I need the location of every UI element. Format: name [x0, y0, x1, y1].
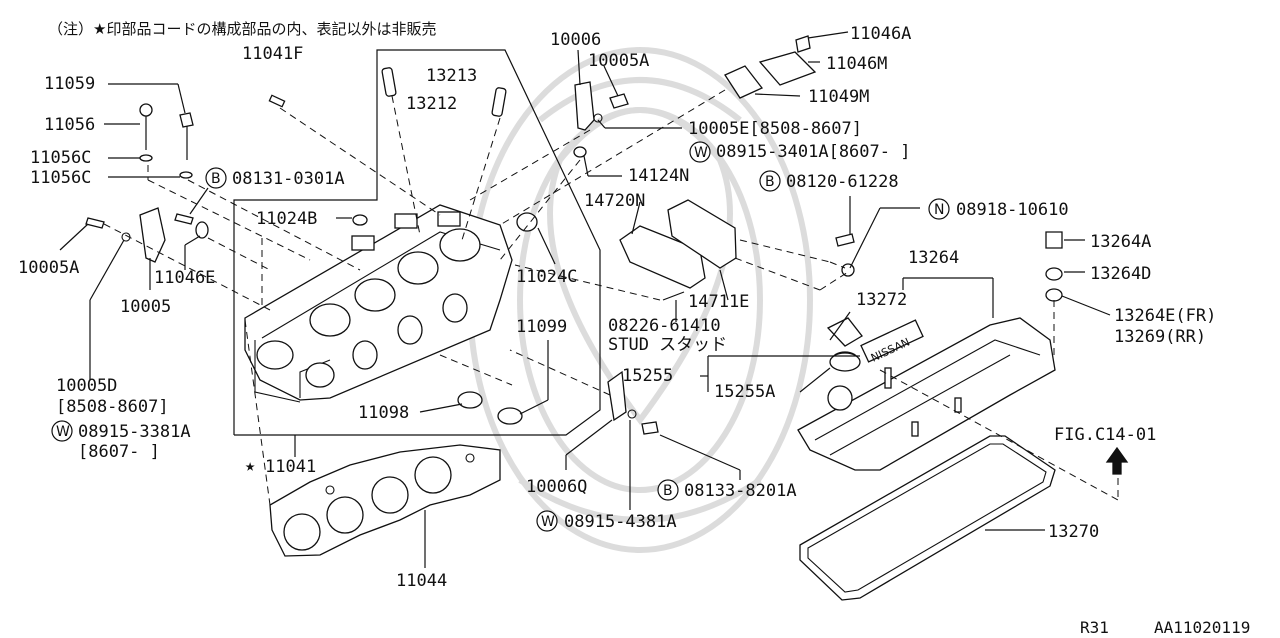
- label-fig-c14-01: FIG.C14-01: [1054, 425, 1156, 445]
- label-10005e: 10005E[8508-8607]: [688, 119, 862, 139]
- washer-callout-4381a: [536, 510, 558, 532]
- bolt-callout-08131: [205, 167, 227, 189]
- label-13272: 13272: [856, 290, 907, 310]
- label-13269: 13269(RR): [1114, 327, 1206, 347]
- label-13264: 13264: [908, 248, 959, 268]
- watermark-emblem: [467, 47, 813, 553]
- label-13212: 13212: [406, 94, 457, 114]
- label-13213: 13213: [426, 66, 477, 86]
- label-10006q: 10006Q: [526, 477, 587, 497]
- label-11056c: 11056C: [30, 148, 91, 168]
- label-10005a-top: 10005A: [588, 51, 649, 71]
- label-11099: 11099: [516, 317, 567, 337]
- label-08120: 08120-61228: [786, 172, 899, 192]
- callout-letter-b: B: [211, 171, 221, 187]
- label-15255a: 15255A: [714, 382, 775, 402]
- callout-letter-w: W: [694, 145, 708, 161]
- label-14124n: 14124N: [628, 166, 689, 186]
- label-11024c: 11024C: [516, 267, 577, 287]
- bolt-callout-08120: [759, 170, 781, 192]
- callout-letter-n: N: [934, 202, 944, 218]
- label-10006: 10006: [550, 30, 601, 50]
- label-11056: 11056: [44, 115, 95, 135]
- label-11024b: 11024B: [256, 209, 317, 229]
- label-13264d: 13264D: [1090, 264, 1151, 284]
- label-13270: 13270: [1048, 522, 1099, 542]
- label-08915-3381a: 08915-3381A: [78, 422, 191, 442]
- label-08133: 08133-8201A: [684, 481, 797, 501]
- footer-code: AA11020119: [1154, 618, 1250, 637]
- cylinder-head-drawing: [244, 204, 513, 403]
- head-gasket-drawing: [269, 444, 501, 557]
- washer-callout-3381a: [51, 420, 73, 442]
- label-11046m: 11046M: [826, 54, 887, 74]
- footer-model: R31: [1080, 618, 1109, 637]
- header-note: （注）★印部品コードの構成部品の内、表記以外は非販売: [48, 20, 436, 38]
- label-11046a: 11046A: [850, 24, 911, 44]
- leader-lines: [59, 31, 1111, 568]
- label-10005d: 10005D: [56, 376, 117, 396]
- part-labels: 11041F 13213 13212 11059 11056 11056C 11…: [18, 24, 1216, 591]
- label-10005d-range: [8508-8607]: [56, 397, 169, 417]
- bolt-callout-08133: [657, 479, 679, 501]
- label-11049m: 11049M: [808, 87, 869, 107]
- label-08226: 08226-61410: [608, 316, 721, 336]
- callout-letter-b: B: [765, 174, 775, 190]
- label-08915-3401a: 08915-3401A[8607- ]: [716, 142, 910, 162]
- callout-letter-w: W: [56, 424, 70, 440]
- label-10005a-left: 10005A: [18, 258, 79, 278]
- label-11041: 11041: [265, 457, 316, 477]
- dashed-lines: [103, 89, 1119, 506]
- label-11046e: 11046E: [154, 268, 215, 288]
- label-08131: 08131-0301A: [232, 169, 345, 189]
- callout-letter-w: W: [541, 514, 555, 530]
- label-11098: 11098: [358, 403, 409, 423]
- assembly-frame: [233, 49, 601, 436]
- label-08915-4381a: 08915-4381A: [564, 512, 677, 532]
- label-13264a: 13264A: [1090, 232, 1151, 252]
- label-15255: 15255: [622, 366, 673, 386]
- nut-callout-08918: [928, 198, 950, 220]
- small-parts: [85, 35, 1129, 475]
- rocker-cover-gasket-drawing: [799, 435, 1056, 601]
- label-14711e: 14711E: [688, 292, 749, 312]
- label-11044: 11044: [396, 571, 447, 591]
- label-10005: 10005: [120, 297, 171, 317]
- callout-letter-b: B: [663, 483, 673, 499]
- callout-circles: B W W B N B W: [51, 141, 950, 532]
- label-11059: 11059: [44, 74, 95, 94]
- star-mark: ★: [245, 456, 255, 476]
- label-11041f: 11041F: [242, 44, 303, 64]
- label-11056c: 11056C: [30, 168, 91, 188]
- washer-callout-3401a: [689, 141, 711, 163]
- label-14720n: 14720N: [584, 191, 645, 211]
- label-stud: STUD スタッド: [608, 335, 727, 355]
- label-08915-3381a-range: [8607- ]: [78, 442, 160, 462]
- label-13264e: 13264E(FR): [1114, 306, 1216, 326]
- label-08918: 08918-10610: [956, 200, 1069, 220]
